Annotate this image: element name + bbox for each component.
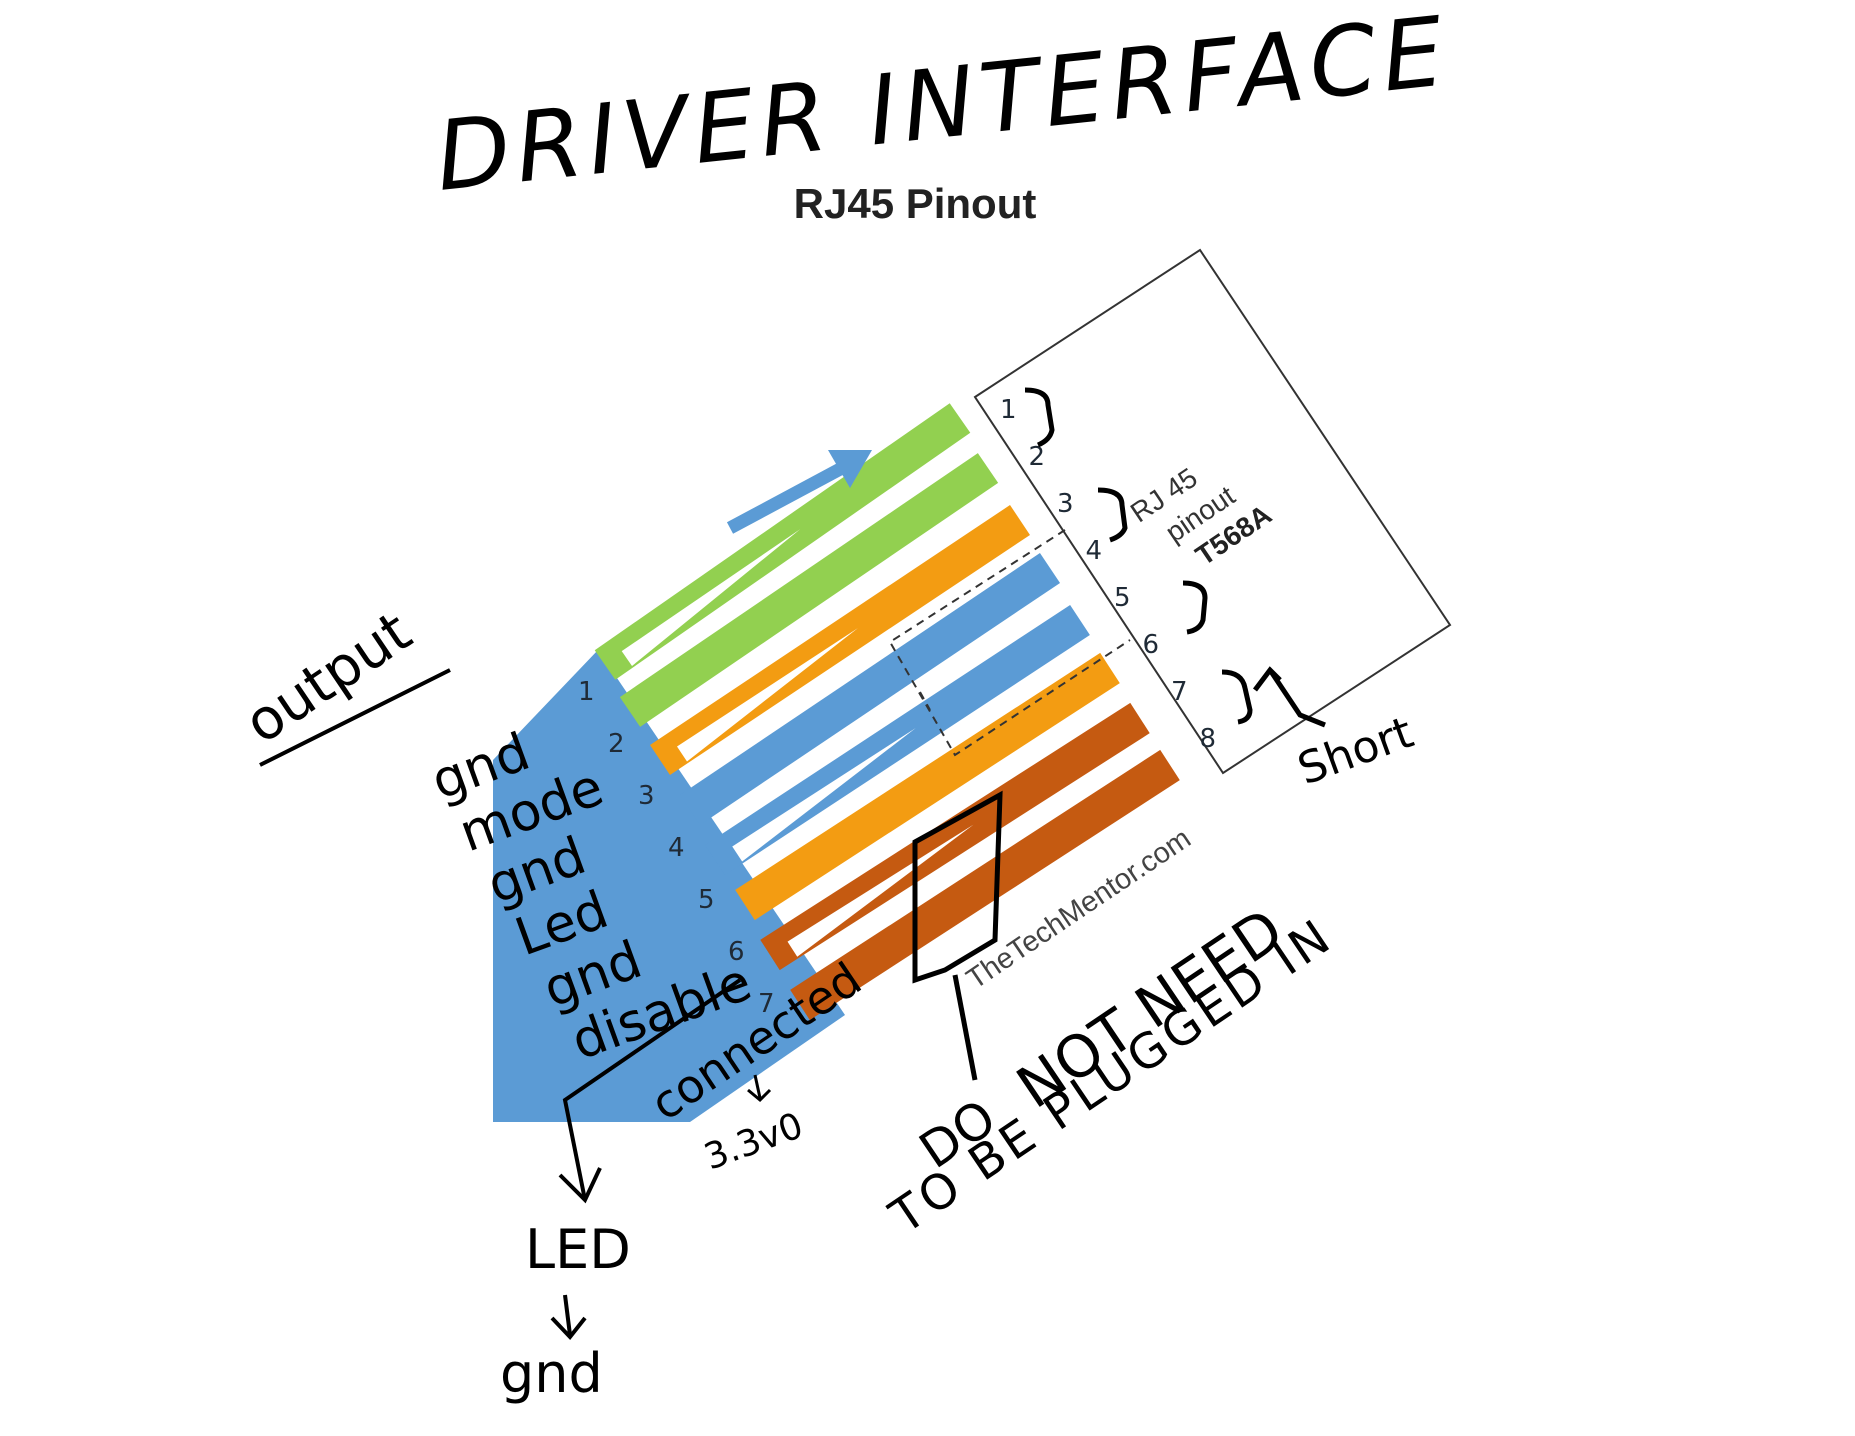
plug-pin-number: 6 bbox=[728, 937, 745, 967]
wire-stripe-1 bbox=[621, 529, 801, 666]
connected-arrow-icon bbox=[747, 1074, 772, 1103]
plug-pin-number: 4 bbox=[668, 833, 685, 863]
plug-pin-number: 2 bbox=[608, 729, 625, 759]
plug-body bbox=[493, 650, 845, 1122]
box-pin-number: 4 bbox=[1086, 536, 1103, 566]
wire-stripe-5 bbox=[732, 728, 916, 862]
voltage-label: 3.3v0 bbox=[699, 1105, 808, 1178]
wire-bundle bbox=[594, 403, 1180, 1021]
subtitle: RJ45 Pinout bbox=[794, 180, 1037, 227]
gnd-bottom-label: gnd bbox=[500, 1342, 603, 1405]
plug-pin-number: 5 bbox=[698, 885, 715, 915]
wire-4 bbox=[679, 553, 1061, 825]
wire-6 bbox=[735, 652, 1120, 921]
box-pin-number: 2 bbox=[1029, 442, 1046, 472]
unplugged-callout bbox=[912, 790, 1003, 1081]
direction-arrow-icon bbox=[726, 450, 872, 534]
note-to-be: TO BE PLUGGED IN bbox=[880, 908, 1344, 1246]
wire-8 bbox=[790, 749, 1180, 1021]
output-underline bbox=[259, 668, 451, 767]
led-to-gnd-arrow-icon bbox=[550, 1294, 587, 1341]
plug-pin-number: 1 bbox=[578, 677, 595, 707]
wire-2 bbox=[619, 453, 999, 727]
led-label: LED bbox=[525, 1218, 631, 1281]
plug-pin-number: 7 bbox=[758, 989, 775, 1019]
pin-brackets bbox=[1024, 387, 1326, 728]
wire-stripe-3 bbox=[677, 628, 858, 762]
wire-stripe-7 bbox=[787, 824, 974, 957]
box-pin-number: 5 bbox=[1114, 583, 1131, 613]
box-pin-number: 7 bbox=[1171, 677, 1188, 707]
box-pin-number: 1 bbox=[1000, 395, 1017, 425]
box-pin-number: 3 bbox=[1057, 489, 1074, 519]
dashed-guides bbox=[888, 529, 1131, 757]
plug-pin-number: 3 bbox=[638, 781, 655, 811]
led-callout bbox=[558, 978, 742, 1204]
pinout-box bbox=[973, 248, 1452, 775]
box-pin-number: 6 bbox=[1143, 630, 1160, 660]
box-pin-number: 8 bbox=[1200, 724, 1217, 754]
